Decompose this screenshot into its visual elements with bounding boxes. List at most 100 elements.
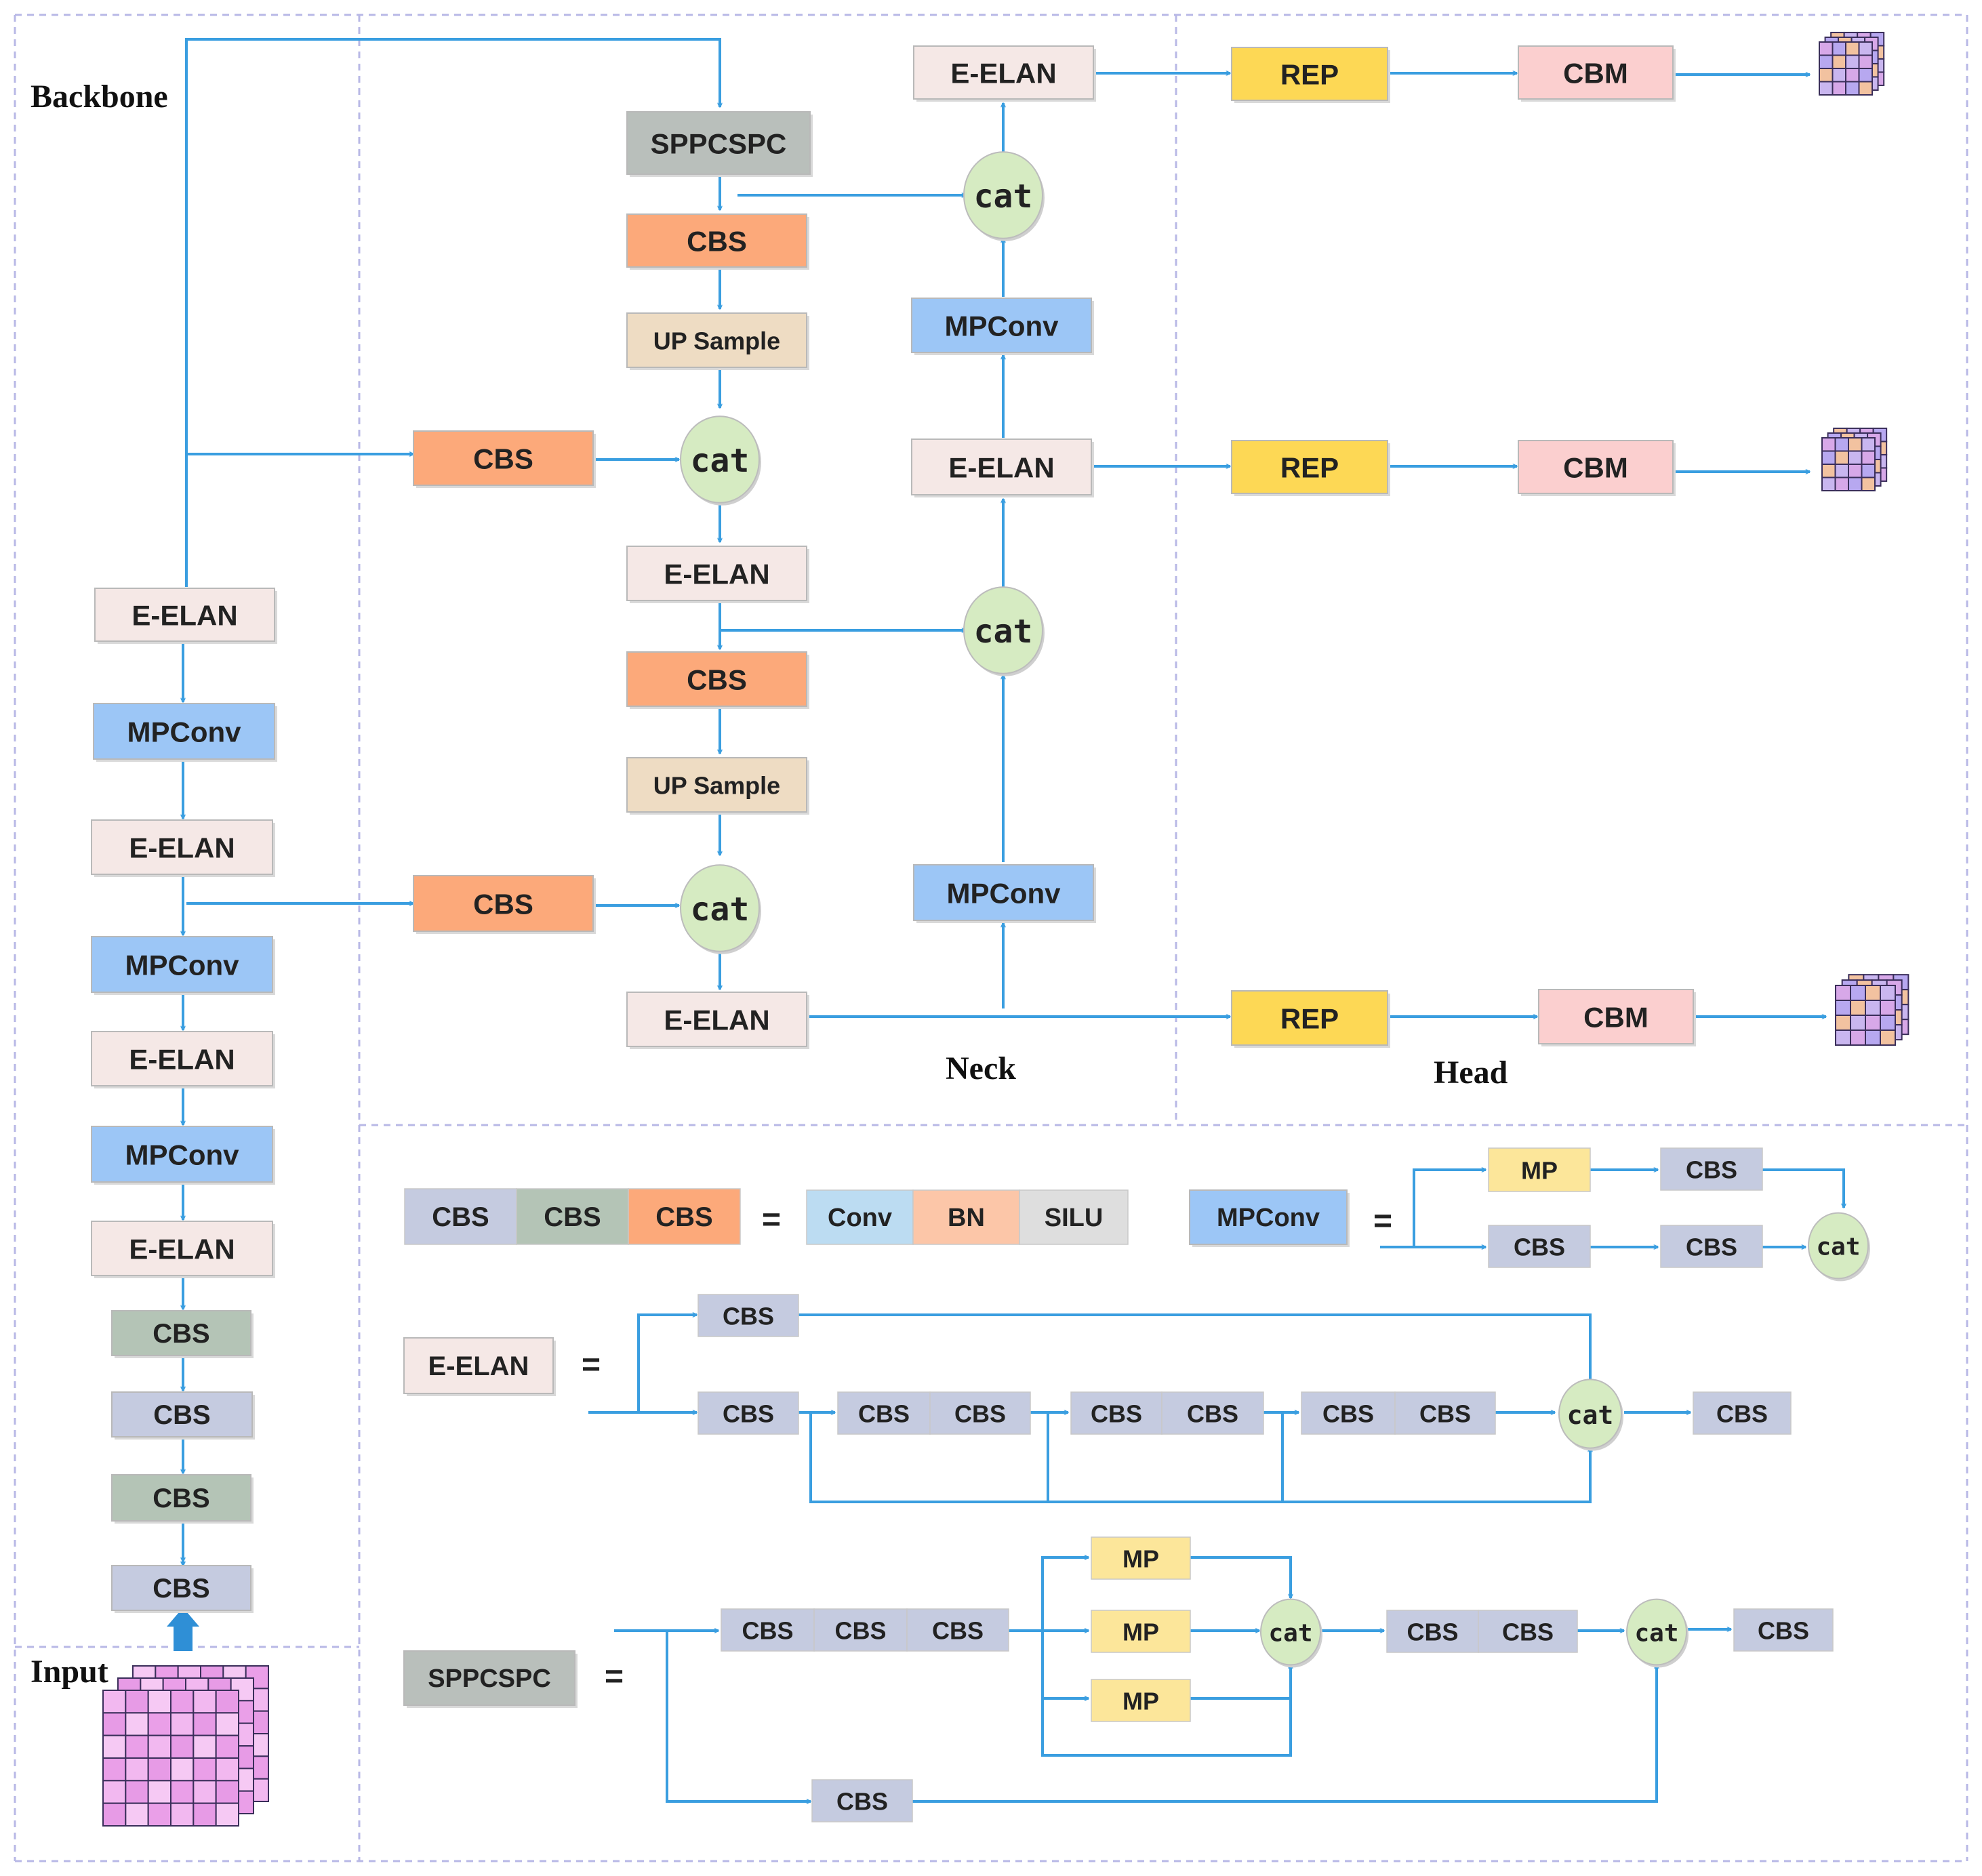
legend-mpconv-cbs-1-label: CBS: [1514, 1233, 1565, 1261]
legend-mpconv-equals: =: [1373, 1204, 1392, 1240]
neck-upsample-1-label: UP Sample: [653, 327, 780, 355]
backbone-title: Backbone: [31, 79, 168, 115]
backbone-cbs-2: CBS: [111, 1474, 254, 1524]
neck-sppcspc: SPPCSPC: [626, 111, 813, 177]
legend-eelan-cbs-out: CBS: [1693, 1391, 1792, 1435]
backbone-cbs-3-label: CBS: [153, 1400, 210, 1430]
legend-eelan-cbs-out-label: CBS: [1716, 1400, 1768, 1428]
legend-eelan-cbs-top-label: CBS: [723, 1303, 774, 1330]
head-cbm-2-label: CBM: [1563, 452, 1628, 484]
backbone-cbs-1: CBS: [111, 1565, 254, 1613]
neck-cat-2: cat: [680, 864, 761, 954]
backbone-cbs-2-label: CBS: [153, 1484, 209, 1513]
head-output-cube-3: [1835, 974, 1909, 1046]
diagram-nodes: E-ELANMPConvE-ELANMPConvE-ELANMPConvE-EL…: [91, 31, 1909, 1827]
legend-mpconv-mp-label: MP: [1521, 1157, 1558, 1185]
head-output-cube-2: [1821, 427, 1888, 491]
neck-cbs-2: CBS: [413, 430, 596, 488]
neck-mpconv-2-label: MPConv: [947, 878, 1061, 910]
cat-label: cat: [1268, 1620, 1312, 1648]
legend-mpconv-cbs-1: CBS: [1488, 1225, 1591, 1268]
backbone-e-elan-2-label: E-ELAN: [129, 1044, 235, 1076]
legend-spp-cbs-out: CBS: [1733, 1608, 1834, 1652]
legend-spp-mp-2-label: MP: [1123, 1618, 1159, 1646]
neck-upsample-2-label: UP Sample: [653, 772, 780, 800]
head-cbm-3-label: CBM: [1583, 1002, 1649, 1034]
legend-spp-cbs-1: CBS: [721, 1608, 815, 1652]
legend-spp-cat-1: cat: [1260, 1598, 1322, 1668]
legend-conv-label: Conv: [828, 1204, 892, 1232]
legend-cbs-blue: CBS: [404, 1188, 517, 1245]
legend-eelan-cbs-1: CBS: [697, 1391, 799, 1435]
input-up-arrow: [167, 1608, 199, 1651]
legend-eelan-cbs-7-label: CBS: [1419, 1400, 1471, 1428]
head-rep-2: REP: [1231, 440, 1390, 496]
connector-71: [1041, 1631, 1089, 1698]
head-cbm-1: CBM: [1518, 45, 1676, 102]
legend-mpconv-cbs-3: CBS: [1660, 1225, 1763, 1268]
legend-spp-mp-2: MP: [1091, 1610, 1191, 1653]
neck-cat-3: cat: [963, 586, 1045, 676]
connector-21: [185, 38, 720, 587]
legend-eelan-cbs-6-label: CBS: [1322, 1400, 1374, 1428]
backbone-mpconv-3-label: MPConv: [127, 716, 242, 748]
legend-cbs-orange-label: CBS: [655, 1202, 712, 1232]
legend-silu: SILU: [1019, 1189, 1129, 1245]
neck-e-elan-3-label: E-ELAN: [948, 452, 1054, 484]
head-title: Head: [1434, 1055, 1508, 1090]
backbone-cbs-3: CBS: [111, 1391, 255, 1440]
cat-label: cat: [1816, 1233, 1860, 1261]
cat-label: cat: [974, 613, 1033, 651]
backbone-cbs-4: CBS: [111, 1310, 254, 1358]
legend-spp-cbs-2: CBS: [813, 1608, 908, 1652]
input-tensor-cube: [102, 1665, 269, 1827]
connector-lines: [167, 38, 1844, 1801]
legend-bn: BN: [912, 1189, 1020, 1245]
legend-eelan-cbs-top: CBS: [697, 1294, 799, 1337]
legend-mpconv-cbs-2-label: CBS: [1686, 1156, 1737, 1184]
connector-75: [1041, 1665, 1291, 1757]
legend-sppcspc: SPPCSPC: [403, 1650, 578, 1708]
neck-e-elan-3: E-ELAN: [911, 439, 1094, 497]
backbone-e-elan-4-label: E-ELAN: [132, 600, 237, 632]
legend-eelan-cbs-2-label: CBS: [858, 1400, 910, 1428]
legend-eelan-cbs-1-label: CBS: [723, 1400, 774, 1428]
head-rep-1: REP: [1231, 47, 1390, 103]
neck-sppcspc-label: SPPCSPC: [651, 128, 787, 160]
legend-mpconv-cbs-2: CBS: [1660, 1147, 1763, 1191]
connector-59: [798, 1313, 1590, 1385]
legend-mpconv-cbs-3-label: CBS: [1686, 1233, 1737, 1261]
neck-upsample-2: UP Sample: [626, 757, 809, 815]
neck-mpconv-1: MPConv: [911, 298, 1094, 355]
head-rep-2-label: REP: [1280, 452, 1339, 484]
legend-sppcspc-label: SPPCSPC: [428, 1665, 551, 1693]
cat-label: cat: [1567, 1400, 1614, 1430]
neck-e-elan-1-label: E-ELAN: [664, 558, 769, 590]
legend-eelan-cbs-3-label: CBS: [954, 1400, 1006, 1428]
legend-e-elan-equals: =: [582, 1347, 601, 1383]
legend-spp-cbs-5-label: CBS: [1502, 1618, 1554, 1646]
head-rep-1-label: REP: [1280, 59, 1339, 91]
legend-conv: Conv: [806, 1189, 914, 1245]
legend-eelan-cbs-5: CBS: [1161, 1391, 1264, 1435]
neck-e-elan-4: E-ELAN: [913, 45, 1096, 102]
backbone-e-elan-4: E-ELAN: [94, 588, 277, 644]
backbone-mpconv-2: MPConv: [91, 936, 275, 995]
backbone-e-elan-2: E-ELAN: [91, 1031, 275, 1088]
legend-mpconv: MPConv: [1189, 1189, 1350, 1247]
cat-label: cat: [1634, 1620, 1678, 1648]
head-rep-3-label: REP: [1280, 1003, 1339, 1035]
legend-spp-cbs-1-label: CBS: [742, 1617, 793, 1645]
neck-e-elan-1: E-ELAN: [626, 546, 809, 603]
neck-cbs-2-label: CBS: [473, 443, 533, 475]
input-title: Input: [31, 1654, 108, 1690]
connector-51: [1380, 1170, 1486, 1248]
legend-spp-cbs-5: CBS: [1478, 1610, 1578, 1653]
neck-upsample-1: UP Sample: [626, 312, 809, 370]
backbone-mpconv-3: MPConv: [93, 703, 277, 762]
legend-mpconv-label: MPConv: [1217, 1204, 1320, 1232]
connector-57: [588, 1315, 697, 1414]
legend-eelan-cbs-5-label: CBS: [1187, 1400, 1238, 1428]
